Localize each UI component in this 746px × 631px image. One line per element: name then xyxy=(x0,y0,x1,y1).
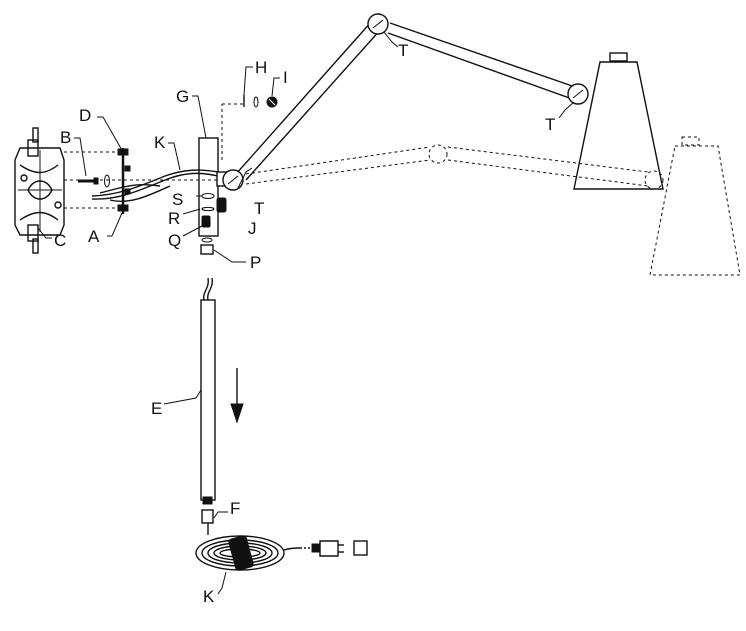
junction-box xyxy=(14,127,65,254)
lamp-body xyxy=(198,137,228,255)
label-p: P xyxy=(250,253,261,272)
label-h: H xyxy=(255,58,267,77)
label-a: A xyxy=(88,227,100,246)
label-k-lower: K xyxy=(203,587,215,606)
part-labels: D B C A K G H I T T T S J R Q P E F K xyxy=(54,41,555,606)
label-r: R xyxy=(168,209,180,228)
label-t-base: T xyxy=(254,199,264,218)
label-g: G xyxy=(176,87,189,106)
alternate-position xyxy=(245,136,741,276)
leader-lines xyxy=(37,31,575,595)
mounting-plate xyxy=(117,148,131,214)
label-q: Q xyxy=(168,231,181,250)
lamp-arm xyxy=(222,13,589,191)
label-d: D xyxy=(79,106,91,125)
power-plug-icon xyxy=(300,540,368,557)
coiled-cord xyxy=(195,535,301,571)
label-b: B xyxy=(60,128,71,147)
label-i: I xyxy=(283,68,288,87)
label-j: J xyxy=(248,219,257,238)
mounting-screw xyxy=(78,177,99,185)
label-e: E xyxy=(151,399,162,418)
wire-bundle xyxy=(91,169,219,202)
label-t-shade: T xyxy=(545,115,555,134)
cord-cover xyxy=(200,277,216,535)
lamp-shade xyxy=(573,52,664,190)
label-t-top: T xyxy=(398,41,408,60)
label-c: C xyxy=(54,231,66,250)
label-f: F xyxy=(230,499,240,518)
label-s: S xyxy=(172,190,183,209)
down-arrow-icon xyxy=(230,368,244,424)
label-k-upper: K xyxy=(154,133,166,152)
